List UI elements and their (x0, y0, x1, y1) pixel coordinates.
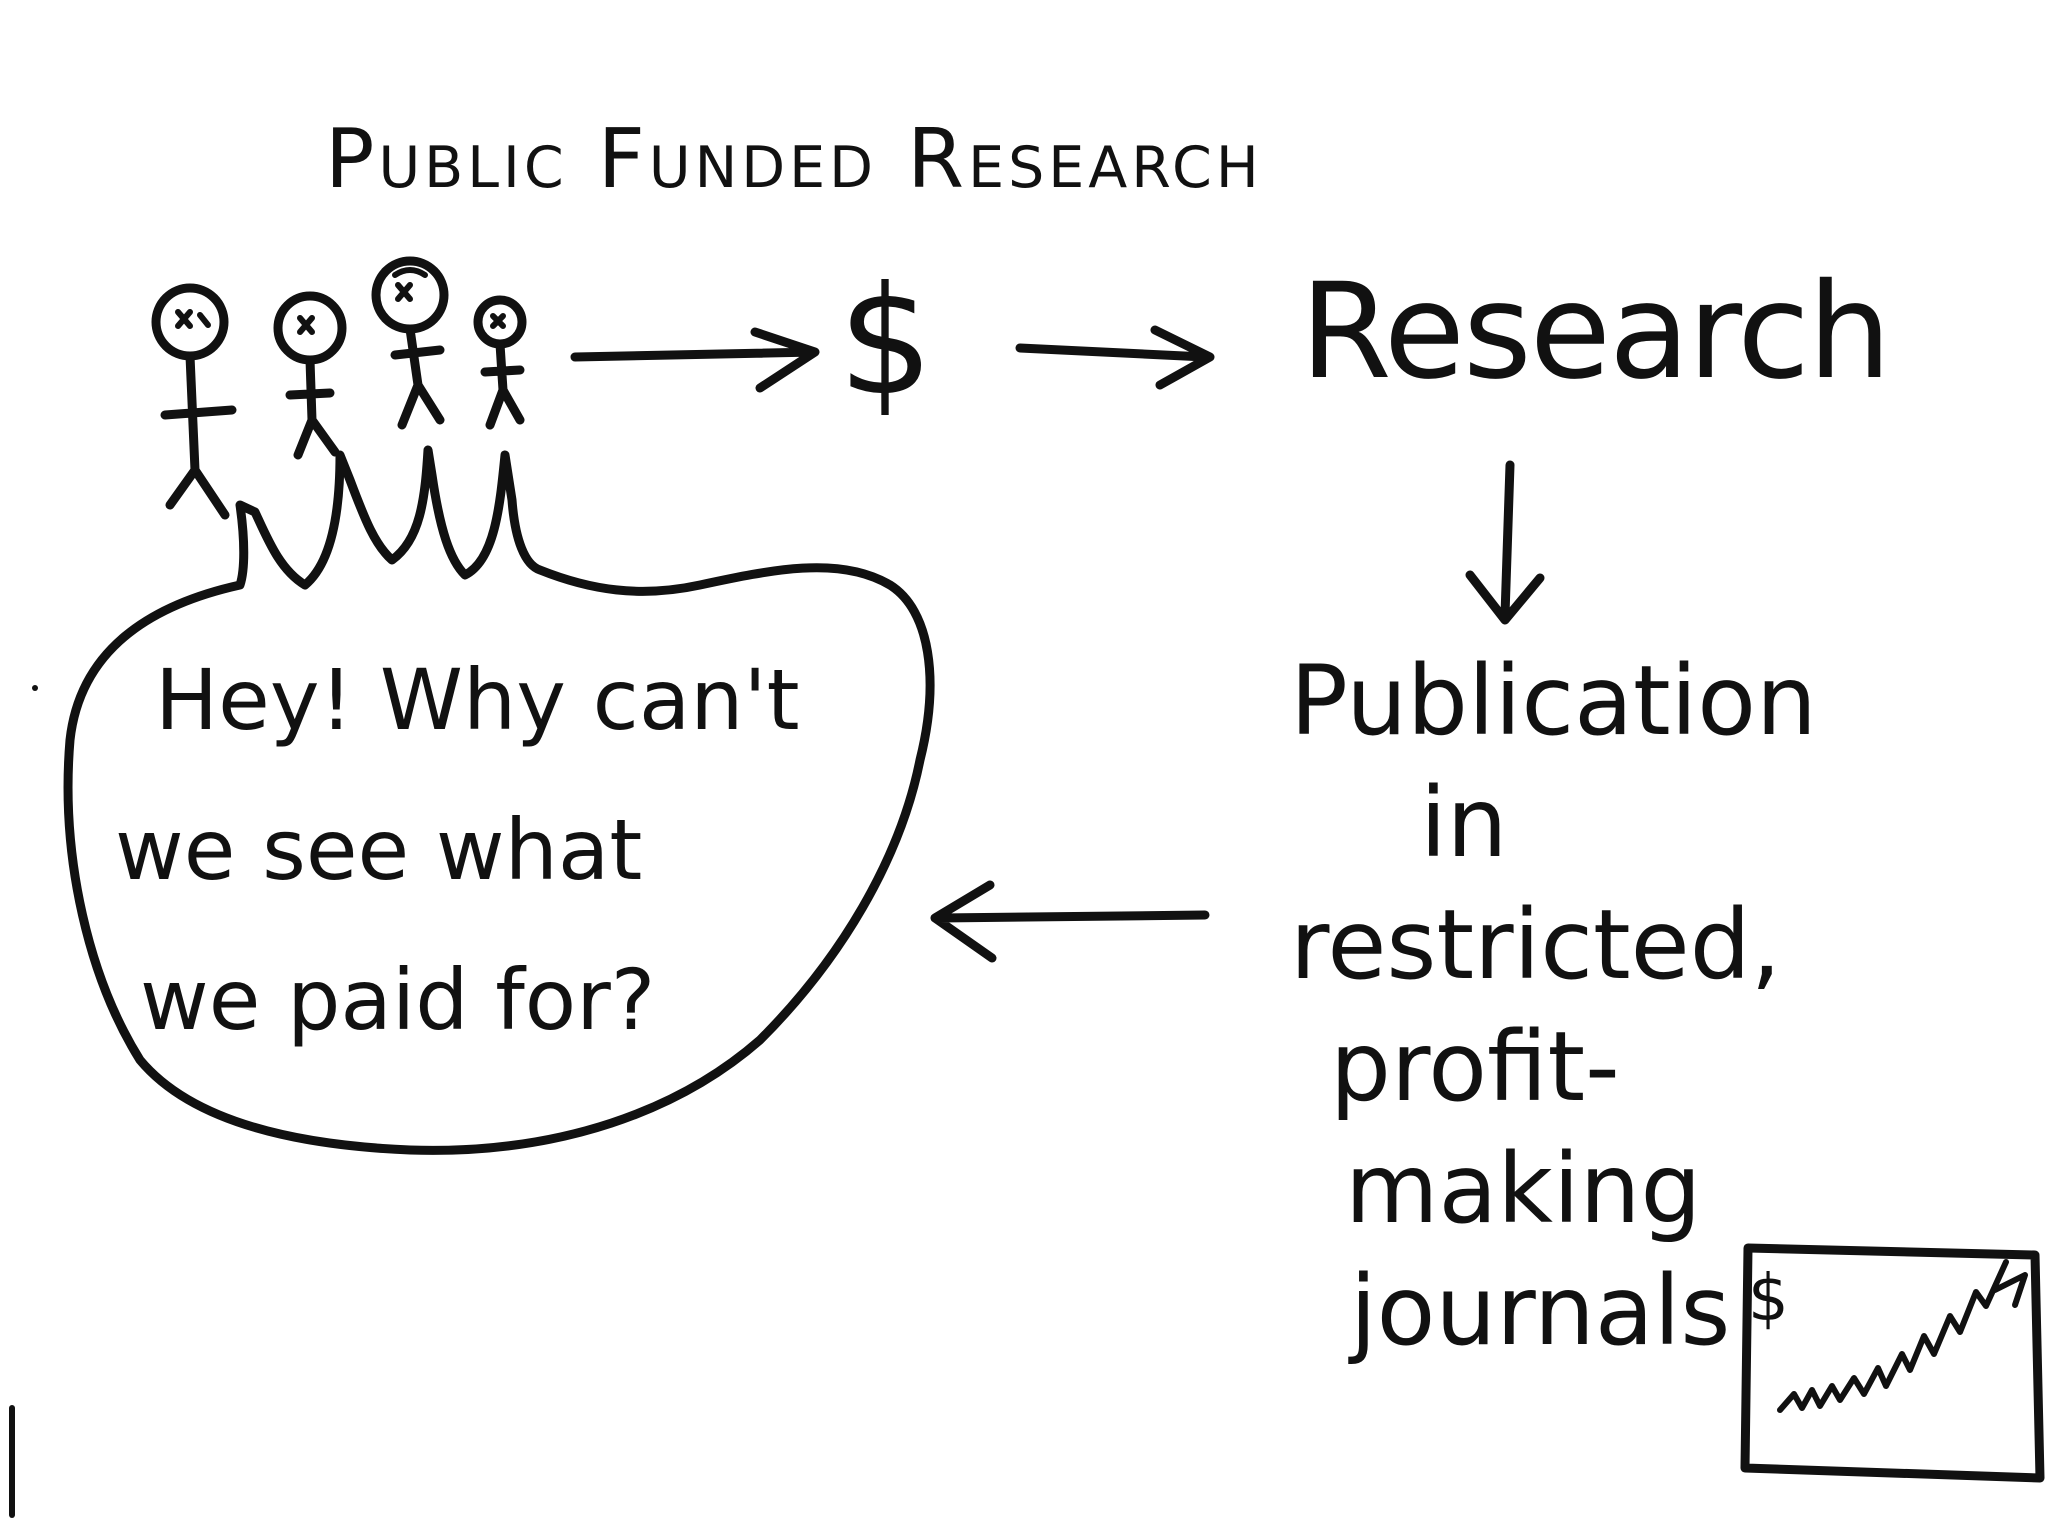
profit-trend-arrowhead (1992, 1272, 2028, 1308)
publication-line: in (1420, 767, 1508, 879)
profit-chart-frame (1740, 1243, 2045, 1483)
publication-line: restricted, (1290, 889, 1782, 1001)
speech-line: we paid for? (140, 951, 656, 1049)
profit-chart-currency: $ (1748, 1262, 1789, 1336)
stick-figure-3 (371, 256, 449, 430)
body-3 (390, 324, 445, 430)
publication-line: profit- (1330, 1011, 1620, 1123)
face-3 (392, 267, 428, 302)
speech-bubble-outline (63, 445, 935, 1155)
speech-line: Hey! Why can't (155, 651, 800, 749)
research-label: Research (1300, 255, 1891, 409)
arrow-publication-to-bubble (930, 880, 1210, 963)
stick-figure-1 (151, 283, 237, 520)
body-4 (480, 339, 525, 430)
publication-line: making (1345, 1133, 1702, 1245)
body-1 (160, 351, 237, 520)
face-1 (175, 309, 211, 329)
arrow-research-to-publication (1465, 460, 1545, 625)
publication-text: Publication in restricted, profit- makin… (1290, 640, 1817, 1372)
speech-line: we see what (115, 801, 643, 899)
arrow-money-to-research (1015, 325, 1215, 390)
stick-figure-2 (273, 291, 347, 460)
arrow-people-to-money (570, 327, 820, 393)
body-2 (285, 355, 340, 460)
publication-line: journals (1350, 1255, 1731, 1367)
face-4 (490, 313, 506, 329)
stick-figure-4 (473, 295, 527, 430)
speech-bubble-text: Hey! Why can't we see what we paid for? (115, 625, 800, 1075)
publication-line: Publication (1290, 645, 1817, 757)
stray-dot (32, 685, 38, 691)
money-symbol: $ (838, 255, 934, 429)
profit-trend-line (1777, 1259, 2009, 1413)
face-2 (297, 315, 315, 335)
diagram-title: Public Funded Research (325, 112, 1263, 207)
